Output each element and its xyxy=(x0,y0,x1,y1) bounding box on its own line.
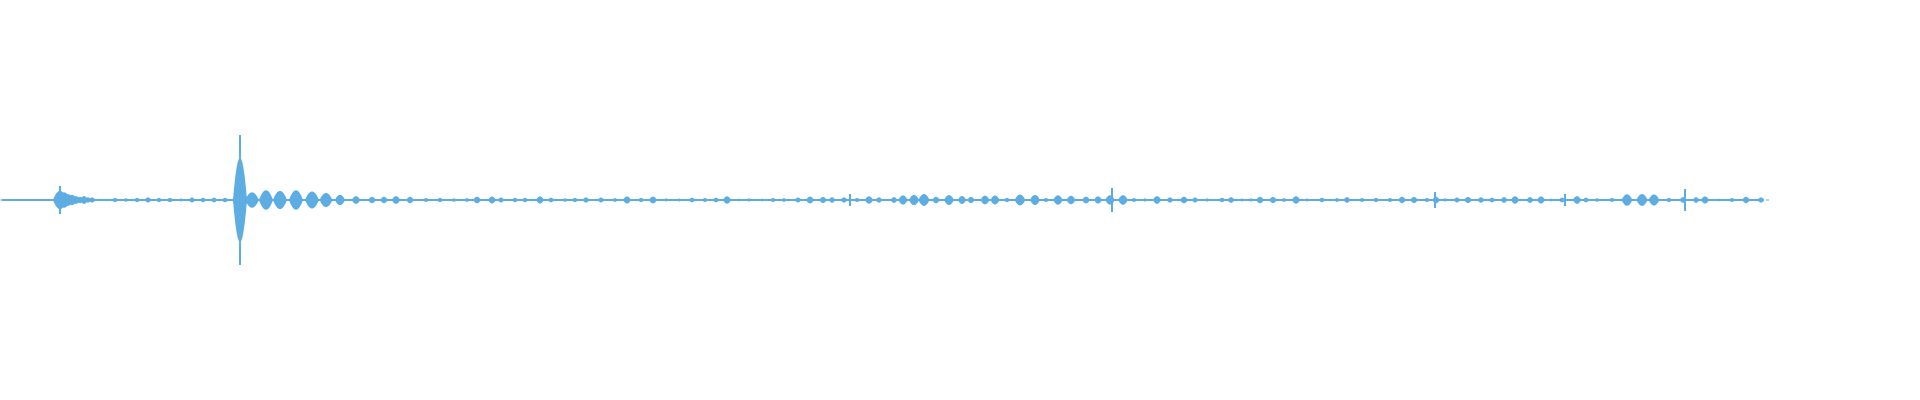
waveform-shapes xyxy=(0,135,1772,265)
